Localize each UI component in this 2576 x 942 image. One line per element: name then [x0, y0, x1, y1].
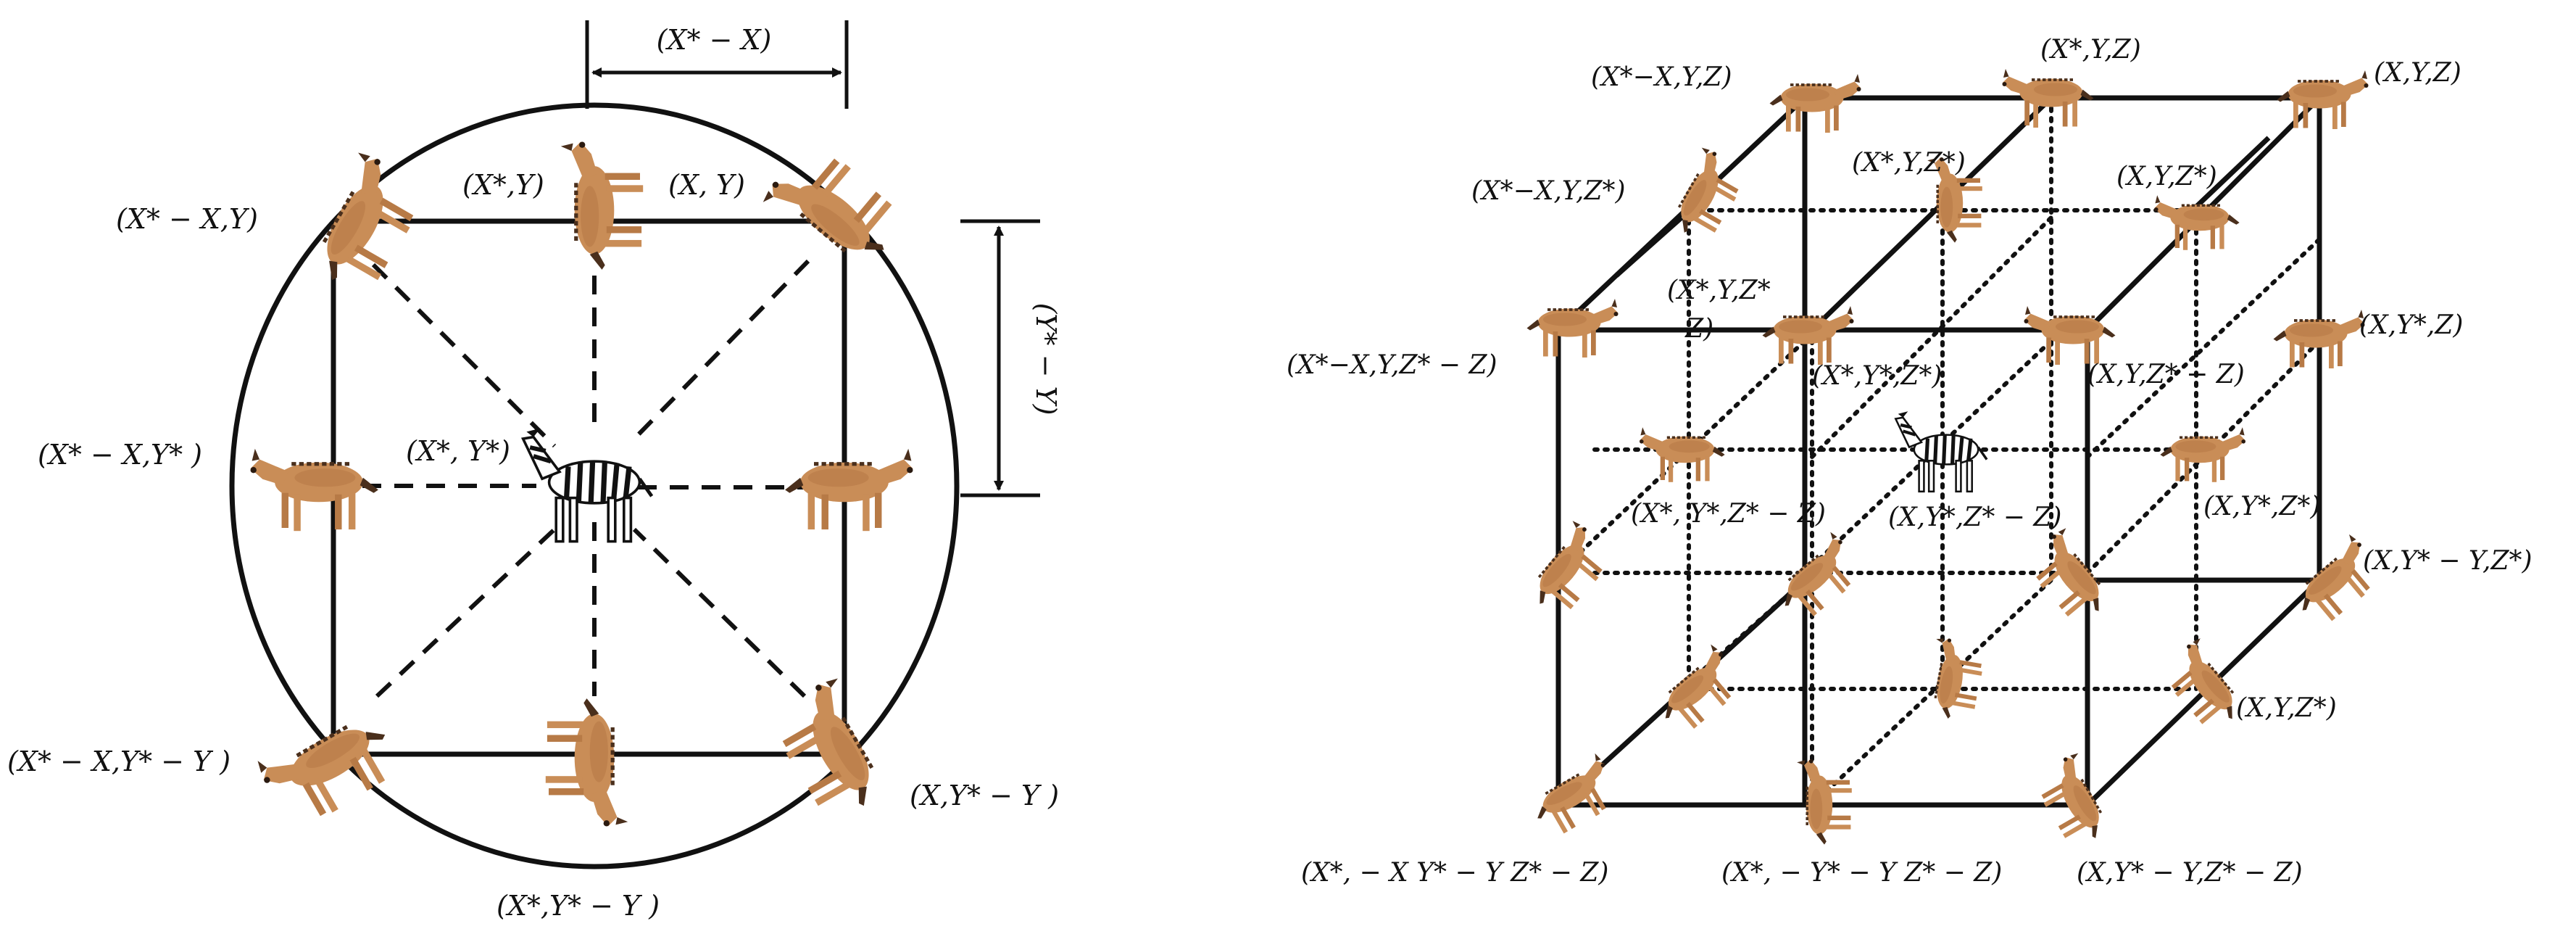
hyena-icon	[1516, 517, 1619, 624]
hyena-icon	[1761, 305, 1856, 366]
hyena-icon	[765, 674, 899, 826]
label-r10: (X,Y,Z* − Z)	[2087, 360, 2245, 389]
label-r4: (X*−X,Y,Z*)	[1471, 176, 1626, 206]
label-r3: (X,Y,Z)	[2374, 58, 2461, 88]
hyena-icon	[2159, 426, 2247, 484]
label-r7a: (X*,Y,Z*	[1667, 276, 1771, 305]
label-r18: (X*, − Y* − Y Z* − Z)	[1721, 858, 2002, 888]
label-bottom-left: (X* − X,Y* − Y )	[7, 745, 230, 777]
left-diagram: (X* − X) (Y* − Y) (X* − X,Y) (X*,Y) (X, …	[7, 20, 1062, 922]
hyena-icon	[2275, 69, 2370, 131]
dimension-y-label: (Y* − Y)	[1030, 303, 1062, 416]
label-mid-left: (X* − X,Y* )	[38, 439, 202, 471]
hyena-icon	[546, 698, 628, 826]
hyena-icon	[785, 449, 913, 531]
hyena-icon	[2027, 749, 2121, 854]
hyena-icon	[1766, 529, 1869, 629]
label-r5: (X*,Y,Z*)	[1852, 148, 1966, 178]
label-r19: (X,Y* − Y,Z* − Z)	[2077, 858, 2303, 888]
label-r16: (X,Y,Z*)	[2236, 693, 2337, 723]
label-top-right: (X, Y)	[668, 169, 745, 201]
hyena-icon	[2019, 524, 2122, 631]
hyena-icon	[254, 699, 405, 834]
dimension-x: (X* − X)	[585, 20, 849, 109]
label-top-mid: (X*,Y)	[462, 169, 544, 201]
label-r11: (X,Y*,Z)	[2359, 310, 2463, 340]
label-r15: (X,Y* − Y,Z*)	[2363, 546, 2533, 576]
label-top-left: (X* − X,Y)	[116, 203, 258, 235]
hyena-icon	[1522, 751, 1626, 843]
label-bottom-right: (X,Y* − Y )	[910, 780, 1059, 811]
hyena-icon	[1638, 426, 1727, 484]
hyena-icon	[1768, 73, 1863, 134]
dashed-spokes	[362, 259, 823, 698]
label-r8: (X*−X,Y,Z* − Z)	[1287, 350, 1497, 380]
search-circle	[229, 102, 960, 869]
label-r9: (X*,Y*,Z*)	[1812, 361, 1942, 391]
dimension-y: (Y* − Y)	[960, 219, 1062, 497]
hyena-icon	[561, 142, 643, 270]
right-diagram: (X*−X,Y,Z) (X*,Y,Z) (X,Y,Z) (X*−X,Y,Z*) …	[1287, 35, 2533, 888]
hyena-icon	[251, 449, 378, 531]
label-r14: (X,Y*,Z*)	[2203, 492, 2320, 521]
zebra-icon	[523, 429, 652, 542]
label-bottom-mid: (X*,Y* − Y )	[496, 890, 660, 922]
label-r17: (X*, − X Y* − Y Z* − Z)	[1301, 858, 1608, 888]
label-r12: (X*, Y*,Z* − Z)	[1631, 499, 1826, 529]
label-r6: (X,Y,Z*)	[2116, 162, 2217, 191]
label-r2: (X*,Y,Z)	[2040, 35, 2141, 65]
label-r1: (X*−X,Y,Z)	[1591, 62, 1732, 92]
inner-grid	[1556, 96, 2322, 807]
hyena-icon	[296, 149, 431, 300]
label-r7b: −Z)	[1663, 314, 1713, 344]
label-r13: (X,Y*,Z* − Z)	[1888, 503, 2061, 532]
dimension-x-label: (X* − X)	[657, 24, 772, 56]
label-center: (X*, Y*)	[406, 435, 510, 467]
